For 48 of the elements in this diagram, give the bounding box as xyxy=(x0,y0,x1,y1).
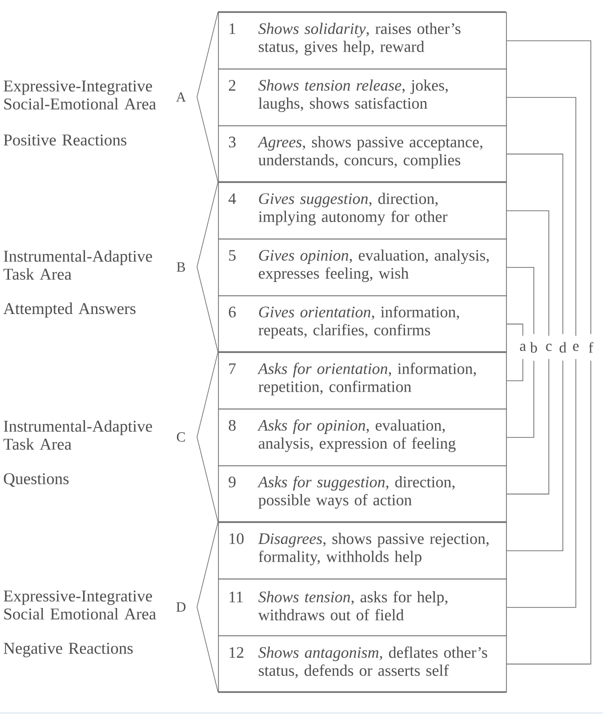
category-label: Attempted Answers xyxy=(3,302,136,318)
category-text: Disagrees, shows passive rejection, formality, withholds help xyxy=(258,532,489,566)
category-number: 7 xyxy=(229,363,236,374)
category-text: Gives suggestion, direction, implying autonomy for other xyxy=(258,192,448,226)
category-number: 4 xyxy=(228,193,236,204)
category-label: Positive Reactions xyxy=(4,134,126,146)
area-label: Instrumental-Adaptive Task Area xyxy=(4,250,152,280)
edge-label: b xyxy=(529,334,539,361)
area-label: Expressive-Integrative Social Emotional Area xyxy=(4,590,156,620)
connector-line xyxy=(506,324,524,382)
category-text: Shows tension, asks for help, withdraws out of field xyxy=(258,590,448,620)
category-number: 11 xyxy=(230,592,243,602)
category-number: 12 xyxy=(230,647,244,658)
edge-label: a xyxy=(518,336,528,359)
edge-label: f xyxy=(587,334,594,361)
category-text: Asks for orientation, information, repetition, confirmation xyxy=(257,362,476,396)
group-letter: B xyxy=(176,262,185,272)
category-text: Gives orientation, information, repeats, clarifies, confirms xyxy=(258,306,459,339)
area-label: Instrumental-Adaptive Task Area xyxy=(4,420,152,450)
edge-label: c xyxy=(544,336,554,359)
connector-line xyxy=(506,97,576,608)
connector-line xyxy=(506,154,564,552)
category-text: Gives opinion, evaluation, analysis, expresses feeling, wish xyxy=(258,249,489,282)
category-number: 3 xyxy=(228,136,236,148)
edge-label: e xyxy=(571,336,580,360)
category-text: Shows solidarity, raises other’s status, gives help, reward xyxy=(258,22,460,56)
category-number: 6 xyxy=(228,306,236,318)
group-letter: C xyxy=(176,432,185,442)
category-text: Asks for opinion, evaluation, analysis, expression of feeling xyxy=(257,419,456,452)
connector-line xyxy=(506,210,550,494)
connector-line xyxy=(506,267,534,438)
category-number: 2 xyxy=(228,80,236,91)
category-text: Shows tension release, jokes, laughs, shows satisfaction xyxy=(258,79,448,112)
category-number: 10 xyxy=(230,533,244,544)
category-label: Questions xyxy=(4,473,69,487)
edge-label: d xyxy=(558,334,568,361)
area-label: Expressive-Integrative Social-Emotional Area xyxy=(4,80,156,110)
category-number: 9 xyxy=(228,476,236,488)
category-label: Negative Reactions xyxy=(4,642,133,658)
category-text: Shows antagonism, deflates other’s status, defends or asserts self xyxy=(258,646,488,678)
category-text: Asks for suggestion, direction, possible ways of action xyxy=(257,476,455,509)
category-text: Agrees, shows passive acceptance, understands, concurs, complies xyxy=(257,136,482,169)
group-letter: D xyxy=(176,602,186,612)
group-letter: A xyxy=(176,92,186,102)
category-number: 5 xyxy=(229,250,236,261)
category-number: 1 xyxy=(230,23,236,34)
connector-line xyxy=(506,40,592,664)
category-number: 8 xyxy=(228,420,236,431)
